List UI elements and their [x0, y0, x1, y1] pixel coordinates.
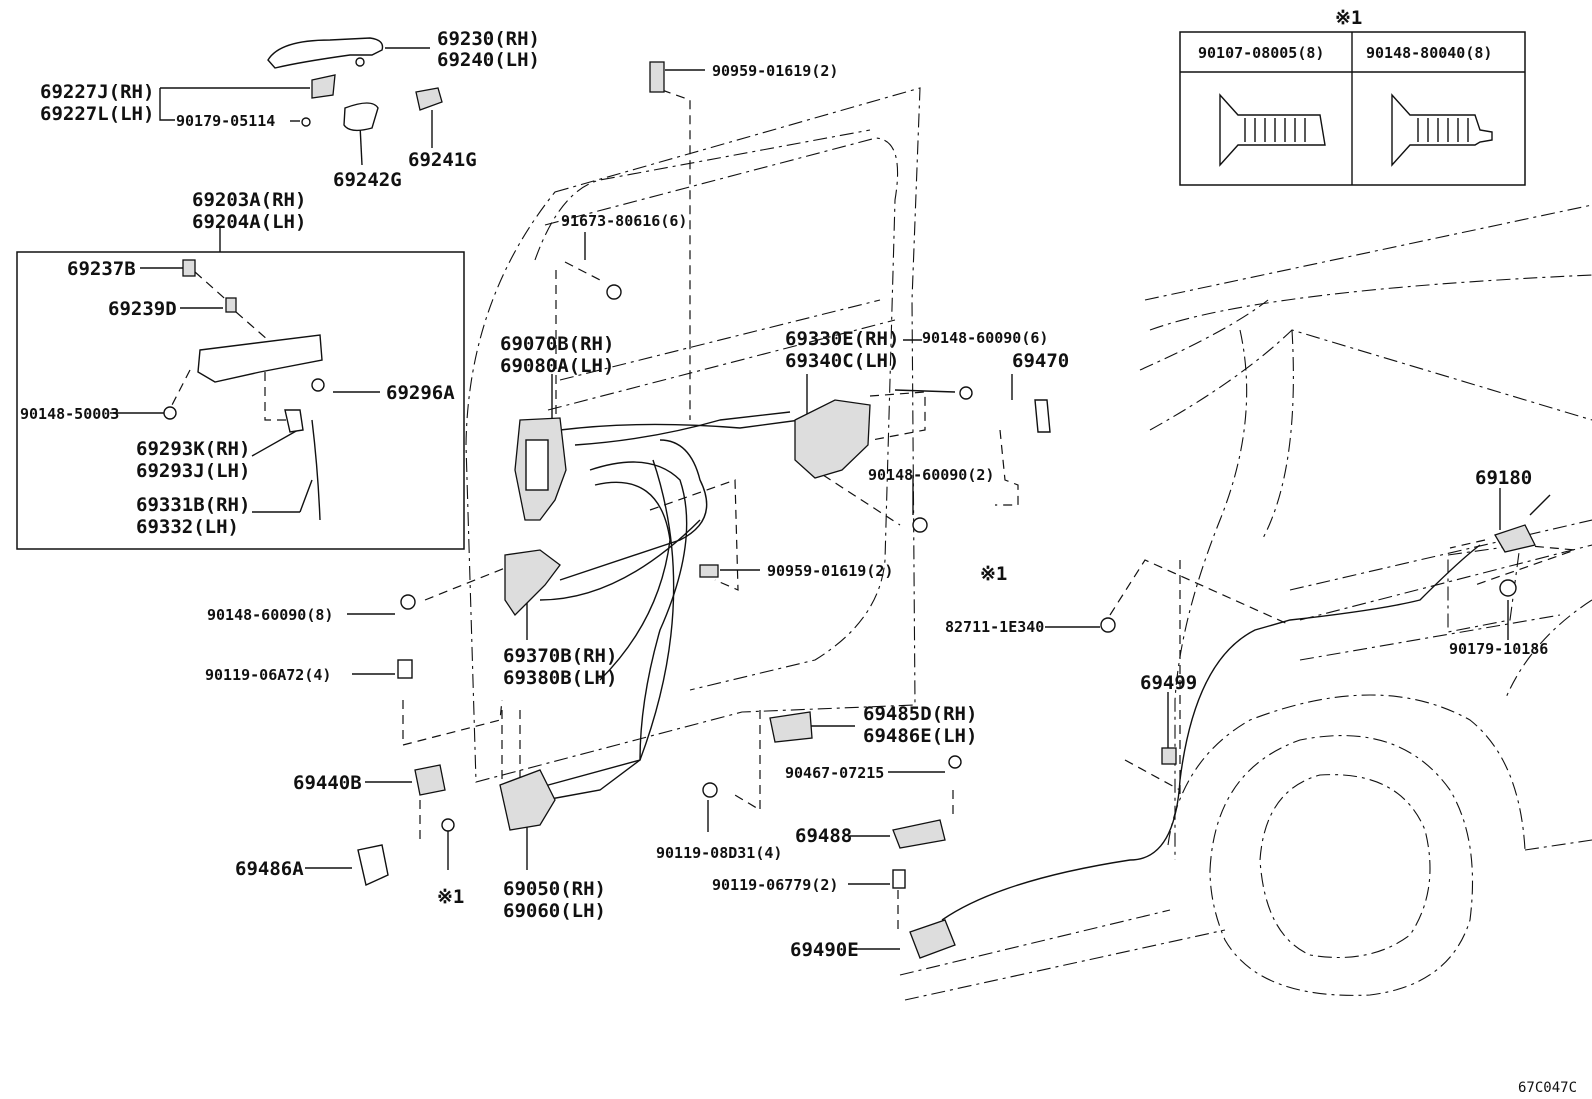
label-69488: 69488	[795, 825, 852, 847]
label-69296a: 69296A	[386, 382, 455, 404]
label-69240: 69240(LH)	[437, 49, 540, 71]
label-69490e: 69490E	[790, 939, 859, 961]
label-90959-mid: 90959-01619(2)	[767, 562, 893, 580]
label-69227j: 69227J(RH)	[40, 81, 154, 103]
label-90148-60090-2: 90148-60090(2)	[868, 466, 994, 484]
handle-assembly-box	[16, 251, 465, 550]
label-69486e: 69486E(LH)	[863, 725, 977, 747]
table-col2: 90148-80040(8)	[1366, 44, 1492, 62]
rear-lower-cover-part	[892, 819, 946, 849]
label-69470: 69470	[1012, 350, 1069, 372]
seal-part	[357, 844, 389, 886]
label-69293j: 69293J(LH)	[136, 460, 250, 482]
label-69237b: 69237B	[67, 258, 136, 280]
label-69380b: 69380B(LH)	[503, 667, 617, 689]
label-90148-60090-6: 90148-60090(6)	[922, 329, 1048, 347]
label-90148-50003: 90148-50003	[20, 405, 119, 423]
parts	[163, 37, 1536, 959]
label-91673: 91673-80616(6)	[561, 212, 687, 230]
label-69239d: 69239D	[108, 298, 177, 320]
diagram-code: 67C047C	[1518, 1080, 1577, 1096]
label-69293k: 69293K(RH)	[136, 438, 250, 460]
label-69070b: 69070B(RH)	[500, 333, 614, 355]
lower-lock-part	[909, 919, 956, 959]
note-ref-1: ※1	[980, 563, 1007, 585]
cables	[529, 411, 1551, 921]
handle-pad-part	[415, 87, 443, 111]
label-90179-10186: 90179-10186	[1449, 640, 1548, 658]
label-90148-60090-8: 90148-60090(8)	[207, 606, 333, 624]
label-69180: 69180	[1475, 467, 1532, 489]
label-69370b: 69370B(RH)	[503, 645, 617, 667]
lower-hinge-part	[499, 769, 556, 831]
remote-control-part	[504, 549, 561, 617]
leader-lines	[110, 47, 1576, 950]
label-69204a: 69204A(LH)	[192, 211, 306, 233]
label-69203a: 69203A(RH)	[192, 189, 306, 211]
handle-bezel-part	[343, 102, 379, 132]
label-90179-05114: 90179-05114	[176, 112, 275, 130]
label-69330e: 69330E(RH)	[785, 328, 899, 350]
table-note: ※1	[1335, 7, 1362, 29]
label-69230: 69230(RH)	[437, 28, 540, 50]
label-90119-06779: 90119-06779(2)	[712, 876, 838, 894]
label-69440b: 69440B	[293, 772, 362, 794]
label-69485d: 69485D(RH)	[863, 703, 977, 725]
fuel-lid-opener-part	[1494, 524, 1536, 553]
bolt-part	[606, 284, 622, 300]
label-69060: 69060(LH)	[503, 900, 606, 922]
label-82711: 82711-1E340	[945, 618, 1044, 636]
door-outline	[465, 87, 921, 783]
rear-lock-part	[794, 399, 871, 479]
label-69241g: 69241G	[408, 149, 477, 171]
screw-icon-2	[1391, 93, 1493, 167]
hinge-part	[414, 764, 446, 796]
label-90119-06a72: 90119-06A72(4)	[205, 666, 331, 684]
lock-cover-part	[769, 711, 813, 743]
label-69050: 69050(RH)	[503, 878, 606, 900]
label-90119-08d31: 90119-08D31(4)	[656, 844, 782, 862]
label-69332: 69332(LH)	[136, 516, 239, 538]
label-69080a: 69080A(LH)	[500, 355, 614, 377]
spring-part	[225, 297, 237, 313]
part-labels: 69230(RH) 69240(LH) 69227J(RH) 69227L(LH…	[20, 28, 1577, 1096]
label-69340c: 69340C(LH)	[785, 350, 899, 372]
frame-clip-part	[182, 259, 196, 277]
screw-icon	[1219, 93, 1326, 167]
label-69331b: 69331B(RH)	[136, 494, 250, 516]
label-90959-top: 90959-01619(2)	[712, 62, 838, 80]
vehicle-body-outline	[899, 204, 1592, 1001]
lock-assy-part	[1161, 747, 1177, 765]
handle-cap-part	[311, 74, 336, 99]
label-69486a: 69486A	[235, 858, 304, 880]
fastener-table: ※1 90107-08005(8) 90148-80040(8)	[1179, 7, 1526, 186]
protector-part	[284, 409, 304, 433]
label-69227l: 69227L(LH)	[40, 103, 154, 125]
note-ref-2: ※1	[437, 886, 464, 908]
table-col1: 90107-08005(8)	[1198, 44, 1324, 62]
label-69242g: 69242G	[333, 169, 402, 191]
outside-handle-part	[267, 37, 384, 69]
handle-frame-part	[197, 334, 323, 383]
label-69499: 69499	[1140, 672, 1197, 694]
label-90467: 90467-07215	[785, 764, 884, 782]
